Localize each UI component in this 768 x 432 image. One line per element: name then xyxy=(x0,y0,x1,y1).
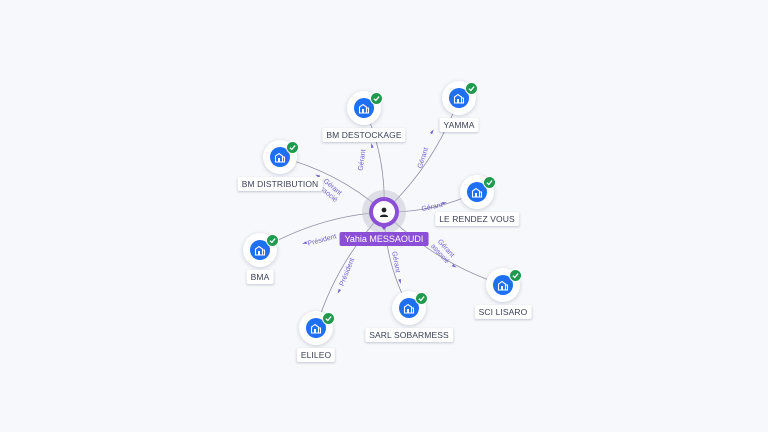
verified-check-icon xyxy=(509,269,522,282)
edge-role-label: Gérant xyxy=(421,202,443,213)
edge-role-label: Gérant xyxy=(390,251,401,273)
verified-check-icon xyxy=(370,92,383,105)
building-icon xyxy=(354,98,374,118)
company-name-label[interactable]: SCI LISARO xyxy=(474,305,532,319)
edge-role-label: Gérant xyxy=(358,149,368,171)
building-icon xyxy=(399,298,419,318)
edge-arrow-sarl-sobarmess xyxy=(398,278,401,284)
person-icon xyxy=(373,201,395,223)
verified-check-icon xyxy=(322,312,335,325)
company-name-label[interactable]: YAMMA xyxy=(439,118,479,132)
edge-arrow-elileo xyxy=(337,288,342,294)
verified-check-icon xyxy=(286,141,299,154)
edge-role-label: Président xyxy=(307,233,337,247)
company-name-label[interactable]: BM DESTOCKAGE xyxy=(322,128,406,142)
building-icon xyxy=(306,318,326,338)
company-name-label[interactable]: BMA xyxy=(246,270,274,284)
company-name-label[interactable]: LE RENDEZ VOUS xyxy=(435,212,519,226)
verified-check-icon xyxy=(266,234,279,247)
edge-arrow-sci-lisaro xyxy=(451,263,457,268)
company-name-label[interactable]: SARL SOBARMESS xyxy=(365,328,453,342)
building-icon xyxy=(250,240,270,260)
person-pointer xyxy=(380,225,388,230)
edge-role-label: Gérant xyxy=(417,147,430,170)
building-icon xyxy=(467,182,487,202)
edge-role-label: Gérantassocié xyxy=(429,237,456,265)
verified-check-icon xyxy=(483,176,496,189)
building-icon xyxy=(270,147,290,167)
building-icon xyxy=(493,275,513,295)
company-name-label[interactable]: BM DISTRIBUTION xyxy=(237,177,323,191)
edge-arrow-bm-destockage xyxy=(371,142,374,148)
person-name-label[interactable]: Yahia MESSAOUDI xyxy=(339,232,429,246)
edge-arrow-le-rendez-vous xyxy=(442,202,448,205)
edge-arrow-bma xyxy=(302,241,308,244)
building-icon xyxy=(449,88,469,108)
edge-role-label: Président xyxy=(339,257,357,287)
company-name-label[interactable]: ELILEO xyxy=(296,348,336,362)
edge-arrow-yamma xyxy=(429,129,434,135)
verified-check-icon xyxy=(415,292,428,305)
verified-check-icon xyxy=(465,82,478,95)
